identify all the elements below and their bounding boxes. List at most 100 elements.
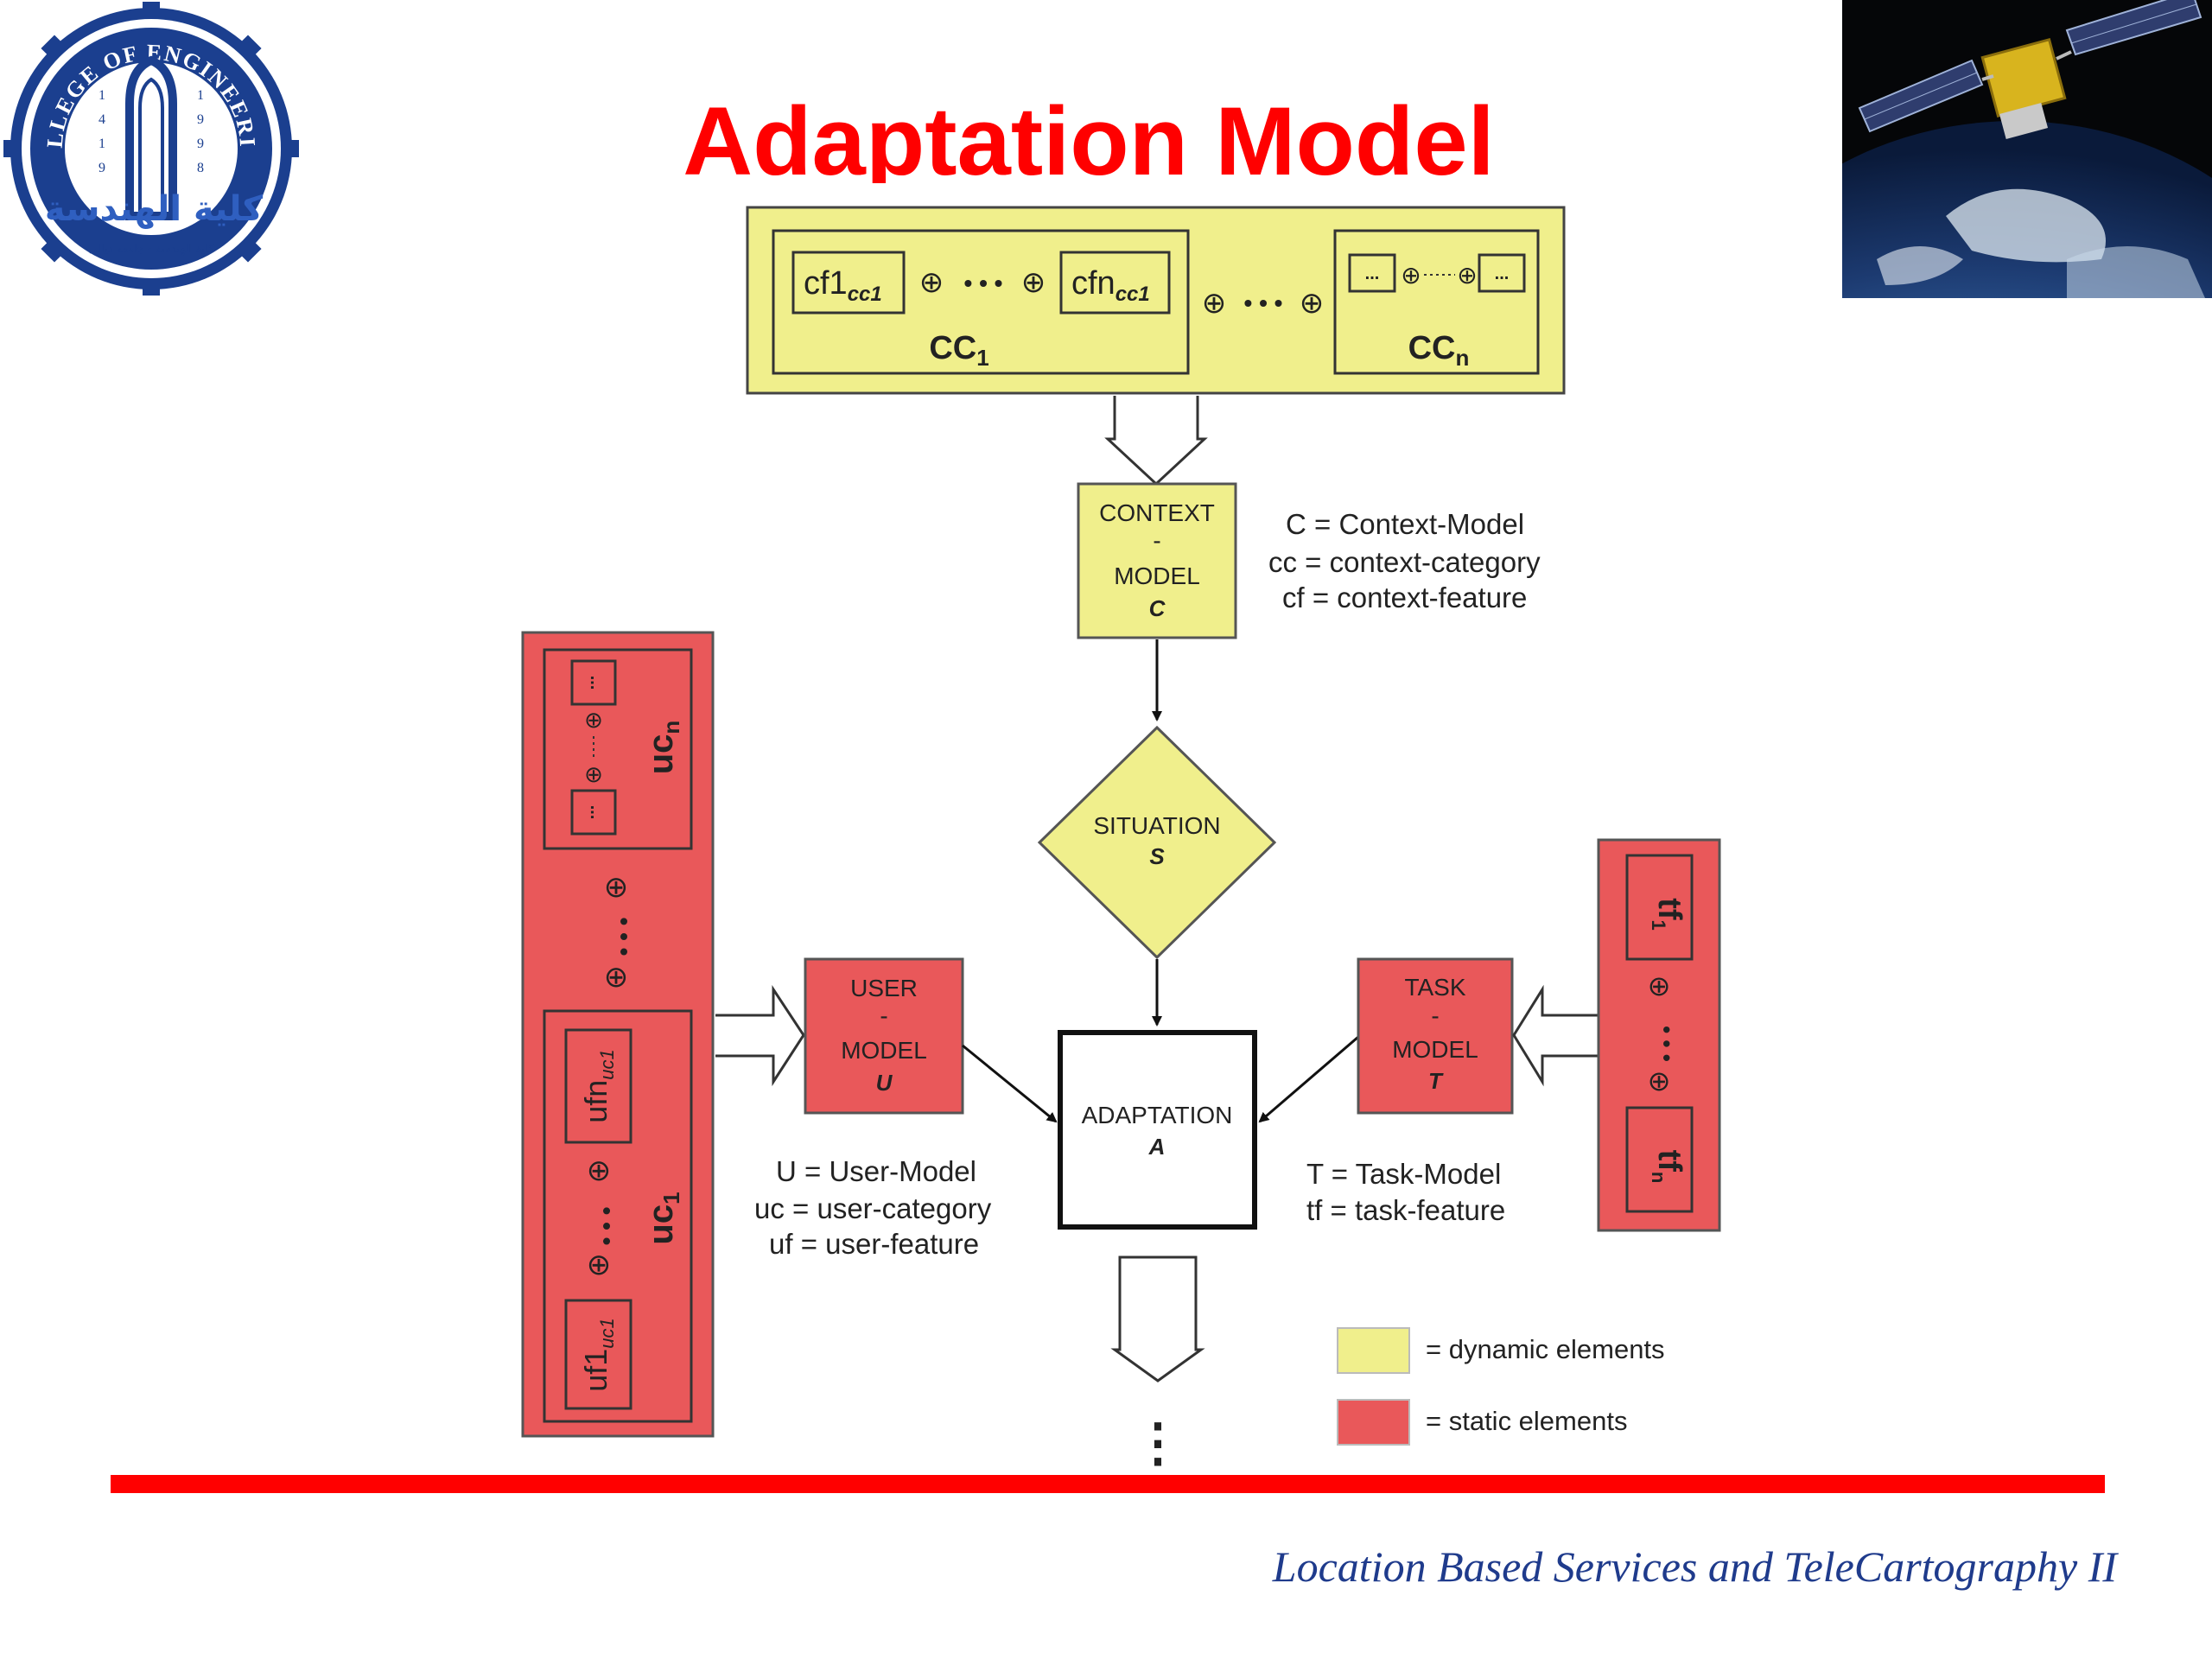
situation-symbol: S bbox=[1149, 843, 1165, 869]
satellite-icon bbox=[1858, 0, 2202, 139]
svg-text:cf1cc1: cf1cc1 bbox=[804, 265, 882, 306]
user-feature-box bbox=[570, 659, 617, 706]
task-feature-tfn bbox=[1625, 1106, 1694, 1213]
cfn-label: cfn bbox=[1071, 265, 1116, 302]
logo-year-digit: 9 bbox=[99, 161, 105, 175]
context-legend-line: cc = context-category bbox=[1268, 546, 1541, 578]
slide-title: Adaptation Model bbox=[683, 93, 1495, 183]
context-model-box: CONTEXT - MODEL C bbox=[1077, 482, 1237, 639]
arrow-task-to-adaptation bbox=[1258, 1035, 1359, 1123]
footer-text: Location Based Services and TeleCartogra… bbox=[1272, 1542, 2117, 1591]
context-model-line1: CONTEXT bbox=[1099, 499, 1215, 526]
hollow-arrow-right bbox=[715, 985, 805, 1087]
oplus-symbol: ⊕ bbox=[1457, 262, 1477, 289]
ucn-subscript: n bbox=[658, 721, 684, 734]
user-model-dash: - bbox=[880, 1002, 887, 1029]
ucn-label: uc bbox=[642, 734, 680, 775]
cc1-subscript: 1 bbox=[976, 345, 988, 371]
task-model-line2: MODEL bbox=[1392, 1036, 1478, 1063]
situation-diamond: SITUATION S bbox=[1037, 725, 1277, 960]
uc1-label: uc bbox=[642, 1205, 680, 1245]
logo-year-digit: 1 bbox=[99, 137, 105, 151]
logo-year-digit: 1 bbox=[99, 88, 105, 103]
uc1-subscript: 1 bbox=[658, 1192, 684, 1204]
task-model-dash: - bbox=[1431, 1002, 1439, 1029]
logo-year-digit: 9 bbox=[197, 112, 204, 127]
context-feature-cf1 bbox=[791, 251, 906, 315]
svg-text:CC1: CC1 bbox=[929, 330, 988, 371]
cc1-label: CC bbox=[929, 330, 976, 366]
svg-text:uc1: uc1 bbox=[642, 1192, 684, 1244]
task-model-symbol: T bbox=[1428, 1068, 1444, 1094]
uf1-label: uf1 bbox=[578, 1349, 613, 1392]
user-legend-line: uf = user-feature bbox=[769, 1228, 979, 1260]
oplus-symbol: ⊕ bbox=[1401, 262, 1421, 289]
user-legend-line: U = User-Model bbox=[776, 1155, 976, 1187]
dots-label: ... bbox=[579, 805, 598, 820]
task-feature-tf1 bbox=[1625, 854, 1694, 961]
logo-year-digit: 1 bbox=[197, 88, 204, 103]
task-model-line1: TASK bbox=[1404, 974, 1465, 1001]
legend-swatch-static bbox=[1337, 1399, 1410, 1446]
ellipsis: • • • bbox=[1244, 289, 1283, 316]
svg-text:ufnuc1: ufnuc1 bbox=[578, 1049, 618, 1123]
tf1-subscript: 1 bbox=[1648, 920, 1669, 931]
satellite-image bbox=[1842, 0, 2212, 298]
adaptation-label: ADAPTATION bbox=[1082, 1102, 1233, 1128]
oplus-symbol: ⊕ bbox=[604, 961, 629, 994]
context-category-cc1 bbox=[772, 229, 1190, 375]
task-features-box: tf1 ⊕ • • • ⊕ tfn bbox=[1597, 838, 1721, 1232]
svg-text:cfncc1: cfncc1 bbox=[1071, 265, 1150, 306]
context-feature-cfn bbox=[1059, 251, 1171, 315]
divider-line bbox=[111, 1475, 2105, 1493]
earth-icon bbox=[1842, 121, 2212, 298]
tfn-label: tf bbox=[1651, 1150, 1688, 1173]
task-legend-line: T = Task-Model bbox=[1306, 1158, 1501, 1190]
adaptation-symbol: A bbox=[1148, 1134, 1166, 1160]
oplus-symbol: ⊕ bbox=[1648, 1065, 1671, 1096]
context-feature-box bbox=[1348, 253, 1396, 293]
user-model-symbol: U bbox=[876, 1070, 893, 1096]
dots-label: ... bbox=[1495, 264, 1510, 283]
hollow-arrow-down bbox=[1104, 396, 1208, 486]
ccn-label: CC bbox=[1408, 330, 1456, 366]
cf1-subscript: cc1 bbox=[848, 283, 882, 306]
oplus-symbol: ⊕ bbox=[584, 707, 603, 733]
logo-bottom-text: كلية الهندسة - جامعة ديالى bbox=[88, 243, 214, 256]
ellipsis: • • • bbox=[594, 1207, 620, 1246]
svg-text:CCn: CCn bbox=[1408, 330, 1470, 371]
user-legend-line: uc = user-category bbox=[754, 1192, 992, 1224]
college-logo: COLLEGE OF ENGINEERING 1 4 1 9 1 9 9 8 ك… bbox=[0, 0, 299, 296]
context-model-symbol: C bbox=[1149, 595, 1166, 621]
task-legend-line: tf = task-feature bbox=[1306, 1194, 1505, 1226]
oplus-symbol: ⊕ bbox=[1021, 266, 1046, 299]
svg-text:tf1: tf1 bbox=[1648, 898, 1688, 931]
uf1-subscript: uc1 bbox=[596, 1318, 618, 1348]
ufn-subscript: uc1 bbox=[596, 1049, 618, 1079]
dots-label: ... bbox=[579, 676, 598, 690]
oplus-symbol: ⊕ bbox=[1202, 287, 1227, 320]
tf1-label: tf bbox=[1651, 898, 1688, 920]
user-categories-box: ... ⊕ ⊕ ... ucn ⊕ • • • ⊕ ufnuc1 ⊕ • • •… bbox=[521, 631, 715, 1438]
continuation-dots: ⋮ bbox=[1132, 1414, 1184, 1471]
user-model-line1: USER bbox=[850, 975, 918, 1001]
user-model-box: USER - MODEL U bbox=[804, 957, 964, 1115]
legend-swatch-dynamic bbox=[1337, 1327, 1410, 1374]
ccn-subscript: n bbox=[1456, 345, 1470, 371]
cf1-label: cf1 bbox=[804, 265, 848, 302]
situation-label: SITUATION bbox=[1093, 812, 1220, 839]
legend-static-label: = static elements bbox=[1426, 1406, 1627, 1436]
oplus-symbol: ⊕ bbox=[919, 266, 944, 299]
context-model-line2: MODEL bbox=[1114, 563, 1200, 589]
minaret-icon bbox=[125, 55, 177, 220]
context-category-ccn bbox=[1333, 229, 1540, 375]
user-category-uc1 bbox=[543, 1009, 693, 1423]
logo-year-digit: 8 bbox=[197, 161, 204, 175]
ellipsis: • • • bbox=[611, 918, 638, 957]
user-feature-box bbox=[570, 789, 617, 836]
color-legend: = dynamic elements = static elements bbox=[1337, 1327, 1665, 1446]
context-legend-line: C = Context-Model bbox=[1286, 508, 1524, 540]
oplus-symbol: ⊕ bbox=[584, 761, 603, 787]
cfn-subscript: cc1 bbox=[1116, 283, 1150, 306]
